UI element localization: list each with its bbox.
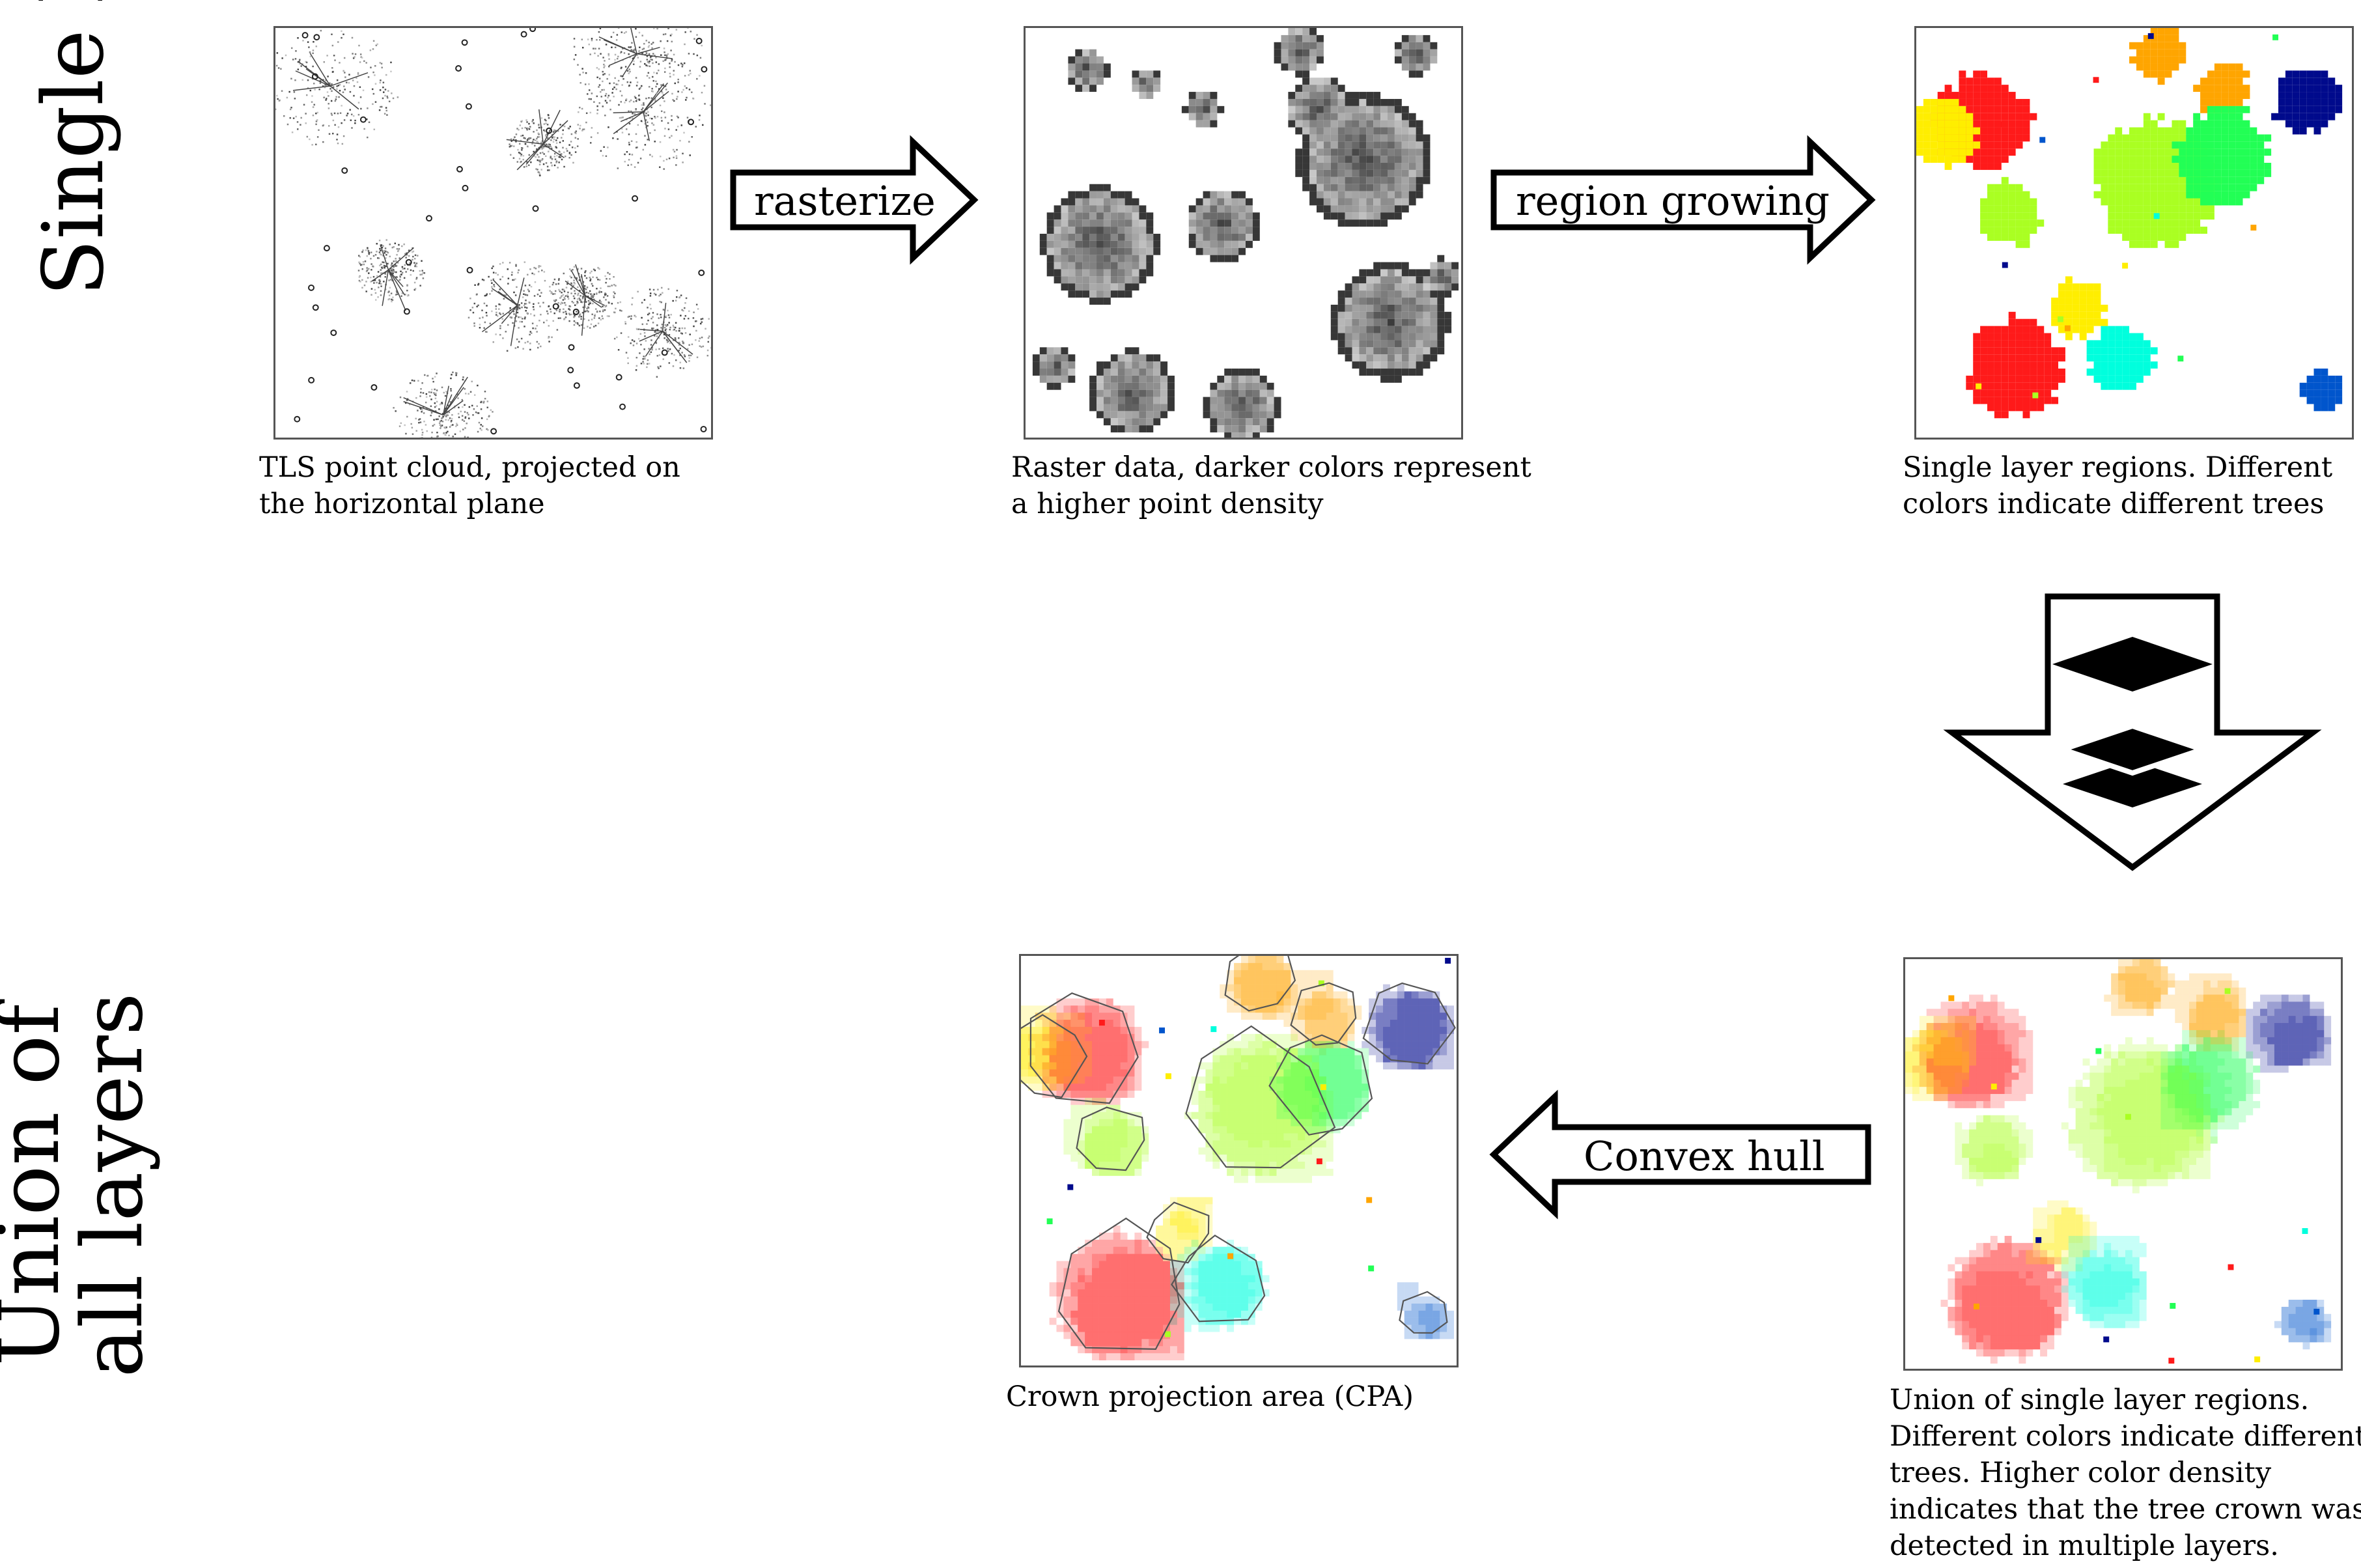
single-layer-regions-panel	[1914, 26, 2354, 440]
raster-caption: Raster data, darker colors represent a h…	[1011, 449, 1531, 522]
point-cloud-caption: TLS point cloud, projected on the horizo…	[259, 449, 680, 522]
point-cloud-points	[275, 28, 711, 438]
caption-line: the horizontal plane	[259, 488, 545, 520]
row-label-single-layer: Single layer	[25, 0, 122, 296]
convex-hull-label: Convex hull	[1584, 1132, 1825, 1180]
rasterize-arrow	[730, 135, 979, 265]
union-down-arrow	[1943, 593, 2322, 873]
cpa-region-cells	[1021, 956, 1455, 1361]
row-label-union: Union of all layers	[0, 983, 169, 1387]
cpa-caption: Crown projection area (CPA)	[1006, 1379, 1414, 1415]
caption-line: detected in multiple layers.	[1890, 1530, 2279, 1562]
caption-line: a higher point density	[1011, 488, 1324, 520]
point-cloud-panel	[273, 26, 713, 440]
raster-image	[1032, 28, 1459, 438]
layers-stack-icon	[2052, 637, 2213, 807]
single-layer-region-cells	[1916, 28, 2343, 419]
caption-line: Single layer regions. Different	[1903, 451, 2333, 484]
raster-cells	[1032, 28, 1459, 438]
caption-line: indicates that the tree crown was	[1890, 1493, 2361, 1526]
caption-line: Different colors indicate different	[1890, 1420, 2361, 1453]
single-regions-caption: Single layer regions. Different colors i…	[1903, 449, 2332, 522]
union-regions-panel	[1903, 957, 2343, 1371]
row-label-union-line2: all layers	[64, 992, 161, 1378]
cpa-image	[1021, 956, 1456, 1361]
convex-hull-outlines	[1021, 956, 1456, 1350]
region-growing-arrow	[1490, 135, 1876, 265]
raster-panel	[1024, 26, 1463, 440]
row-label-union-line1: Union of	[0, 1004, 78, 1366]
caption-line: trees. Higher color density	[1890, 1457, 2272, 1489]
caption-line: Crown projection area (CPA)	[1006, 1380, 1414, 1413]
caption-line: Raster data, darker colors represent	[1011, 451, 1531, 484]
convex-hull-arrow	[1489, 1089, 1871, 1220]
region-growing-label: region growing	[1516, 177, 1830, 225]
caption-line: Union of single layer regions.	[1890, 1384, 2310, 1416]
union-region-cells	[1905, 959, 2332, 1364]
union-caption: Union of single layer regions. Different…	[1890, 1382, 2361, 1564]
rasterize-label: rasterize	[754, 177, 936, 225]
union-regions-image	[1905, 959, 2332, 1364]
single-layer-regions-image	[1916, 28, 2343, 419]
caption-line: colors indicate different trees	[1903, 488, 2325, 520]
cpa-panel	[1019, 954, 1459, 1367]
point-cloud-image	[275, 28, 711, 438]
caption-line: TLS point cloud, projected on	[259, 451, 680, 484]
